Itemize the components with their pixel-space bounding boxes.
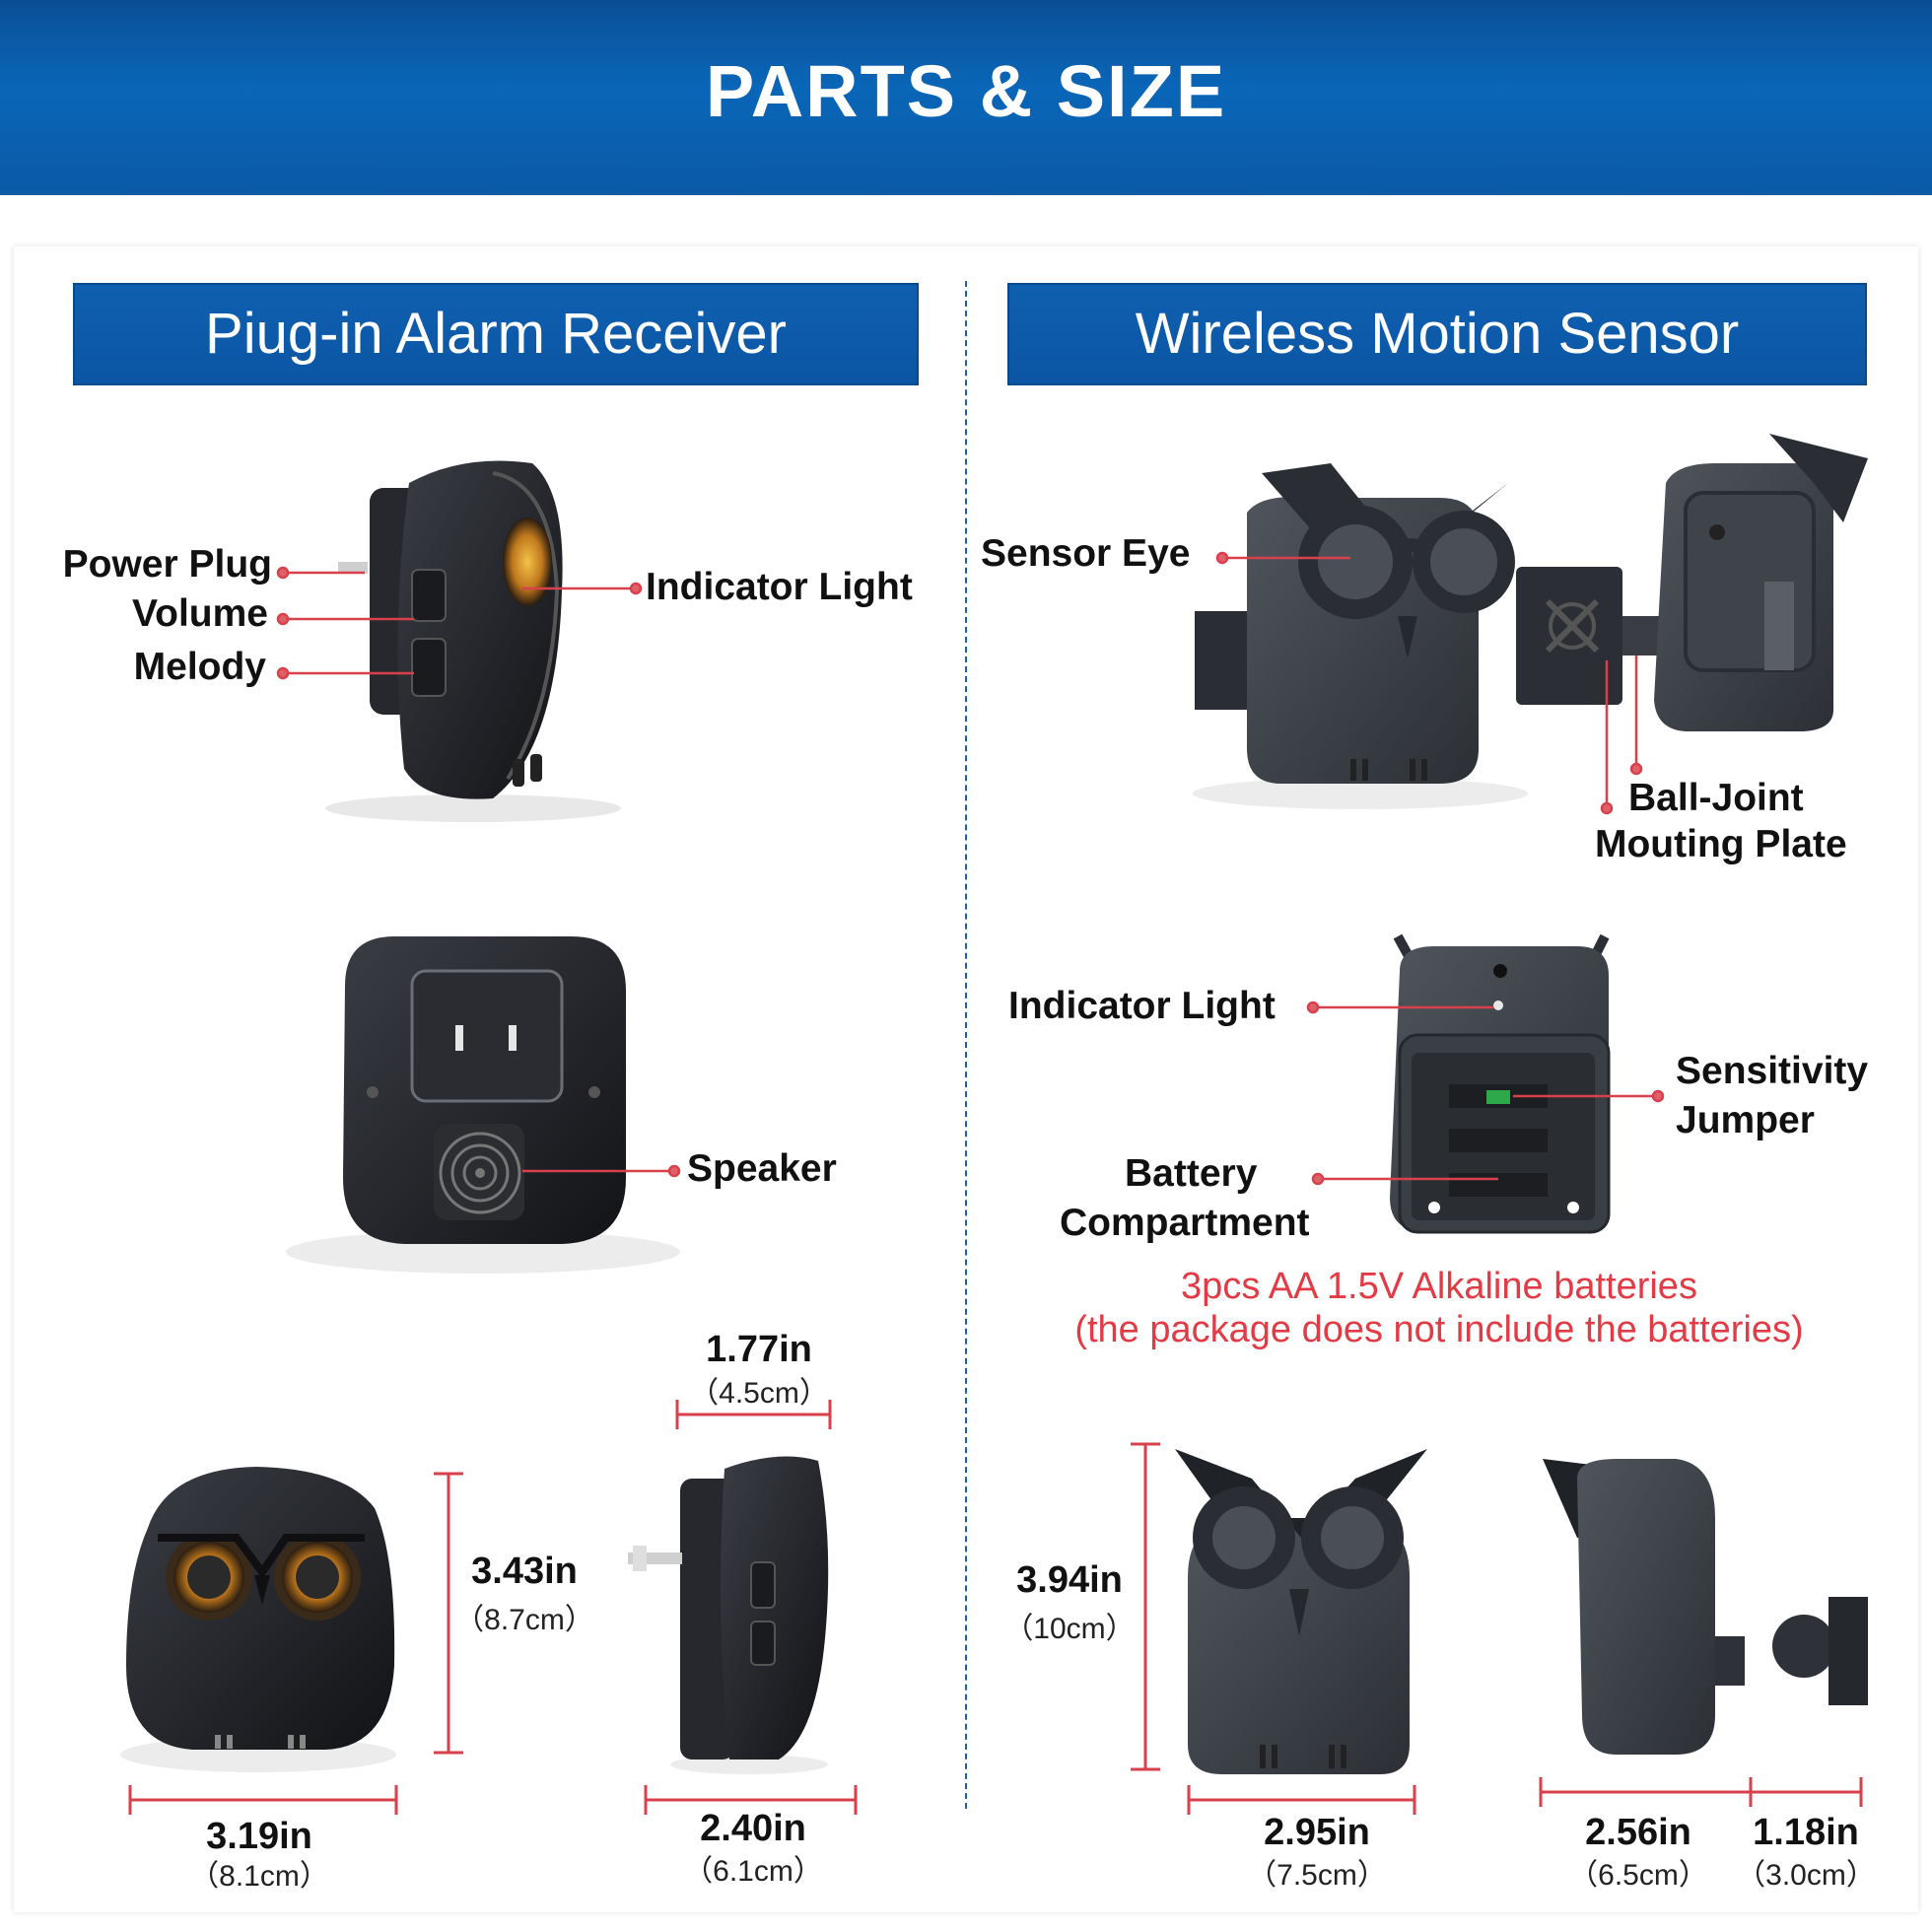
battery-label: Battery	[1125, 1152, 1258, 1195]
sensor-height-value: 3.94in	[1016, 1559, 1123, 1601]
header-banner: PARTS & SIZE	[0, 0, 1932, 195]
receiver-width-value: 3.19in	[206, 1816, 312, 1857]
sensor-eye-label: Sensor Eye	[981, 532, 1191, 575]
ball-joint-label: Ball-Joint	[1628, 777, 1804, 819]
sensor-height-metric: （10cm）	[1003, 1613, 1136, 1645]
mounting-plate-label: Mouting Plate	[1595, 823, 1847, 865]
receiver-depth-metric: （6.1cm）	[683, 1855, 823, 1888]
receiver-back-image	[286, 936, 680, 1274]
receiver-depth-value: 2.40in	[700, 1808, 806, 1849]
receiver-side-image	[325, 460, 621, 822]
sensor-front-small-image	[1175, 1449, 1427, 1774]
sensor-section-title: Wireless Motion Sensor	[1007, 283, 1867, 385]
sensor-back-image	[1390, 933, 1611, 1234]
sensor-front-image	[1193, 463, 1528, 809]
melody-label: Melody	[133, 646, 266, 688]
section-divider	[965, 281, 967, 1809]
sensor-depth-metric: （6.5cm）	[1568, 1859, 1708, 1892]
sensor-width-metric: （7.5cm）	[1247, 1859, 1387, 1892]
plate-depth-value: 1.18in	[1753, 1812, 1859, 1853]
receiver-indicator-light-label: Indicator Light	[646, 566, 913, 608]
sensor-indicator-light-label: Indicator Light	[1008, 985, 1276, 1027]
plate-depth-metric: （3.0cm）	[1736, 1859, 1876, 1892]
receiver-front-image	[120, 1467, 396, 1772]
page-title: PARTS & SIZE	[705, 50, 1227, 132]
sensor-width-value: 2.95in	[1264, 1812, 1370, 1853]
receiver-side-small-image	[628, 1456, 829, 1774]
receiver-top-depth-metric: （4.5cm）	[689, 1377, 829, 1410]
receiver-section-title: Piug-in Alarm Receiver	[73, 283, 919, 385]
receiver-top-depth-value: 1.77in	[706, 1329, 812, 1370]
receiver-height-value: 3.43in	[471, 1551, 578, 1592]
receiver-width-metric: （8.1cm）	[189, 1860, 329, 1893]
compartment-label: Compartment	[1060, 1202, 1310, 1244]
power-plug-label: Power Plug	[62, 543, 272, 586]
sensitivity-label: Sensitivity	[1676, 1050, 1869, 1092]
dimension-lines	[128, 1400, 1863, 1815]
volume-label: Volume	[132, 592, 268, 635]
leader-lines	[276, 551, 1665, 1186]
battery-note-line1: 3pcs AA 1.5V Alkaline batteries	[1181, 1266, 1697, 1307]
mounting-plate-image	[1516, 434, 1868, 731]
battery-note-line2: (the package does not include the batter…	[1074, 1309, 1804, 1350]
jumper-label: Jumper	[1676, 1099, 1815, 1141]
receiver-height-metric: （8.7cm）	[454, 1604, 594, 1636]
speaker-label: Speaker	[687, 1147, 837, 1190]
sensor-depth-value: 2.56in	[1585, 1812, 1691, 1853]
sensor-side-image	[1543, 1459, 1868, 1755]
